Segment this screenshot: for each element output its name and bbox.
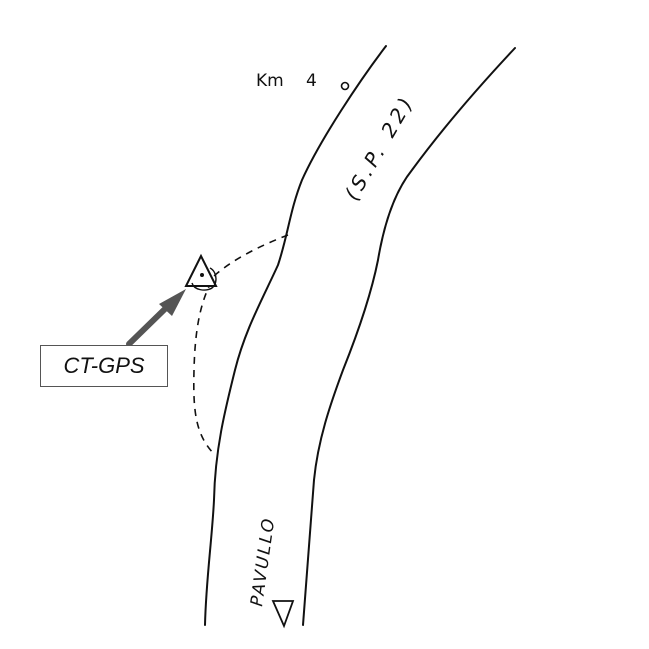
road-label: (S.P. 22) — [340, 90, 420, 204]
road-left-edge — [204, 45, 387, 626]
station-label-box: CT-GPS — [40, 345, 168, 387]
km-label: Km — [256, 71, 284, 91]
circle-marker-icon — [340, 81, 350, 91]
down-triangle-icon — [271, 600, 295, 629]
direction-label: PAVULLO — [247, 516, 279, 608]
arrow-icon — [126, 289, 186, 347]
road-right-edge — [302, 47, 516, 626]
station-label: CT-GPS — [63, 353, 145, 378]
dashed-access-path — [193, 234, 289, 456]
km-value: 4 — [306, 71, 317, 91]
triangle-dot-icon — [184, 253, 218, 291]
